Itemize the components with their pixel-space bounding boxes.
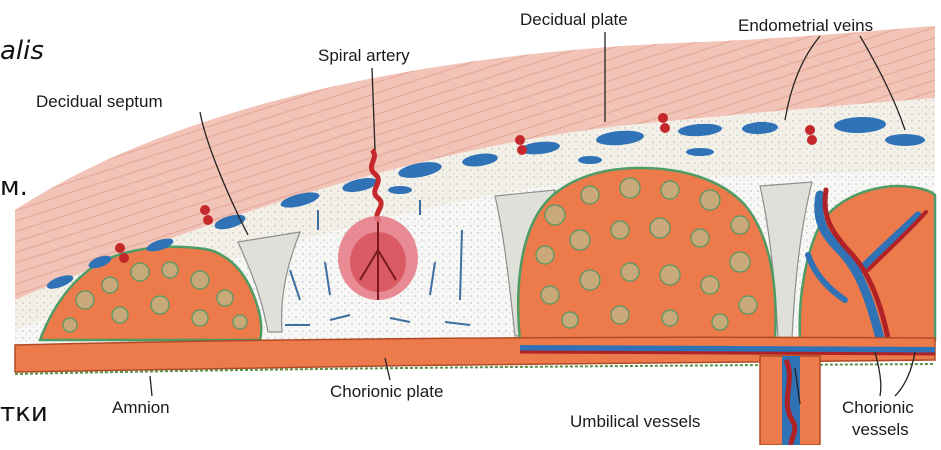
label-chorionic-vessels-1: Chorionic	[842, 398, 914, 418]
label-decidual-septum: Decidual septum	[36, 92, 163, 112]
label-spiral-artery: Spiral artery	[318, 46, 410, 66]
label-decidual-plate: Decidual plate	[520, 10, 628, 30]
label-endometrial-veins: Endometrial veins	[738, 16, 873, 36]
side-text-bottom: тки	[0, 398, 48, 428]
umbilical-cord	[760, 356, 820, 445]
label-chorionic-vessels-2: vessels	[852, 420, 909, 440]
label-amnion: Amnion	[112, 398, 170, 418]
label-umbilical-vessels: Umbilical vessels	[570, 412, 700, 432]
label-chorionic-plate: Chorionic plate	[330, 382, 443, 402]
side-text-middle: м.	[0, 172, 28, 202]
side-text-top: alis	[0, 36, 44, 66]
